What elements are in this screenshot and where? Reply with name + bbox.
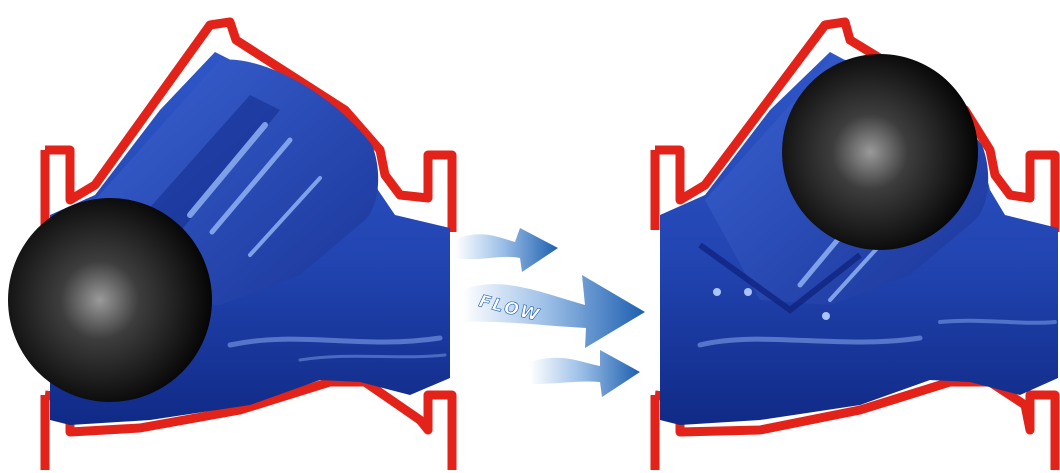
flow-arrow-middle: [462, 275, 645, 348]
flow-arrow-top: [455, 228, 558, 272]
seat-dot: [822, 312, 830, 320]
flow-arrow-bottom: [530, 350, 640, 397]
ball-raised-right: [782, 54, 978, 250]
valve-open-panel: [8, 17, 457, 470]
body-highlights-left: [187, 122, 447, 362]
valve-casing-left: [40, 17, 457, 470]
seat-dot: [744, 288, 752, 296]
arm-inner-shadow-left: [130, 95, 280, 250]
valve-seat-right: [698, 242, 862, 314]
seat-dot: [713, 288, 721, 296]
valve-closed-panel: [650, 17, 1060, 470]
ball-seated-left: [8, 198, 212, 402]
flow-arrows: FLOW: [455, 228, 645, 397]
